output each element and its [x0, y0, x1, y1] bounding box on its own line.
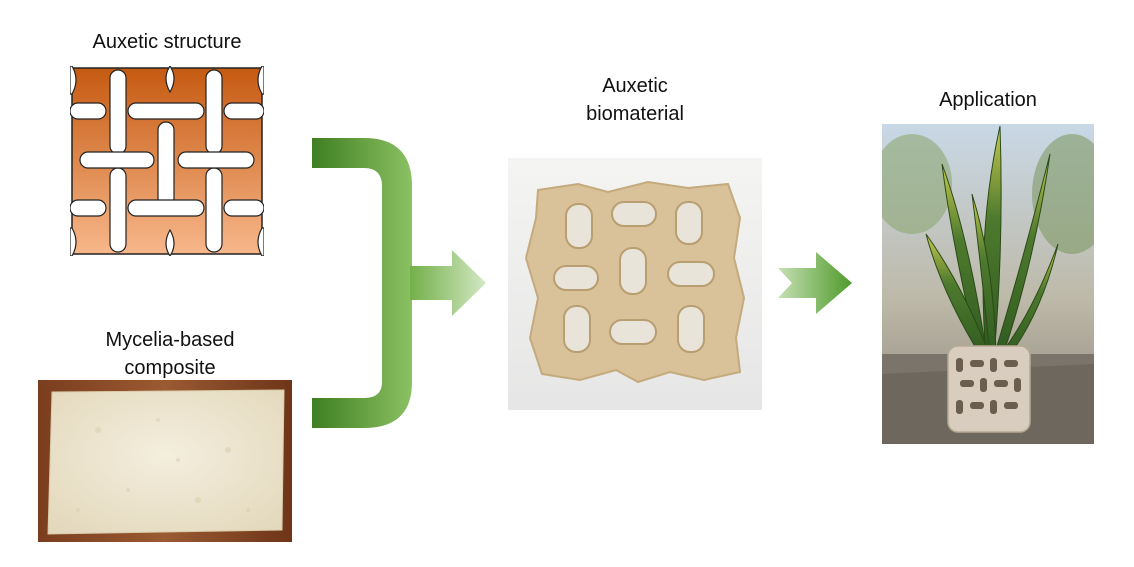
- auxetic-biomaterial-image: [508, 158, 762, 410]
- label-biomaterial-line1: Auxetic: [560, 72, 710, 100]
- label-application: Application: [910, 86, 1066, 114]
- label-auxetic-biomaterial: Auxetic biomaterial: [560, 72, 710, 128]
- auxetic-structure-image: [70, 66, 264, 256]
- label-mycelia-line2: composite: [70, 354, 270, 382]
- bracket-arrow-icon: [312, 138, 490, 430]
- application-image: [882, 124, 1094, 444]
- label-auxetic-structure: Auxetic structure: [74, 28, 260, 56]
- label-mycelia-line1: Mycelia-based: [70, 326, 270, 354]
- label-biomaterial-line2: biomaterial: [560, 100, 710, 128]
- right-arrow-icon: [778, 252, 854, 314]
- label-mycelia-composite: Mycelia-based composite: [70, 326, 270, 382]
- mycelia-composite-image: [38, 380, 292, 542]
